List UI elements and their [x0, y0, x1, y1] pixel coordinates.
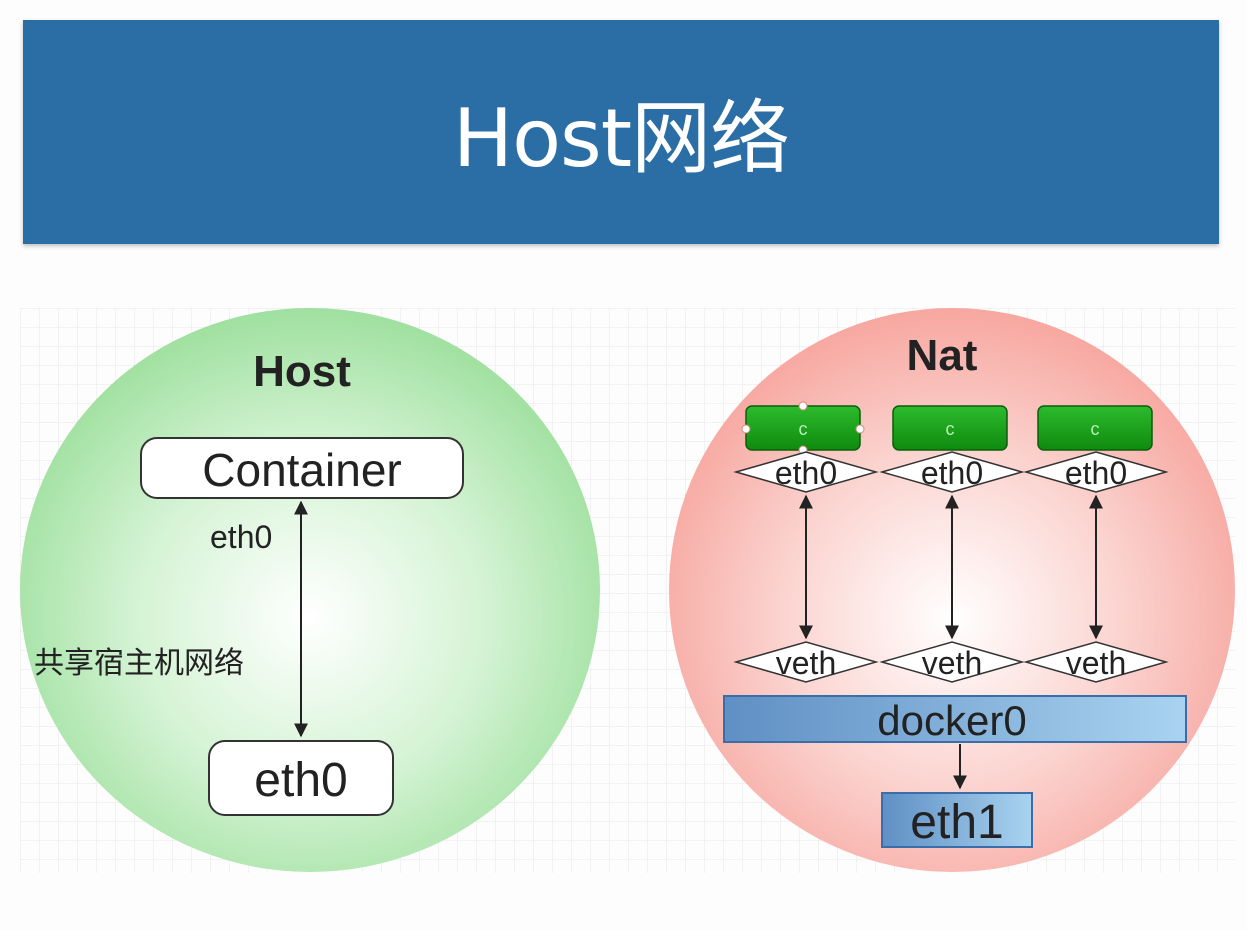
container-iface-label: eth0 — [210, 519, 272, 555]
container-label: c — [799, 419, 808, 439]
docker0-bridge — [723, 695, 1187, 743]
share-host-network-label: 共享宿主机网络 — [34, 646, 244, 681]
nat-container-3: c eth0 veth — [1023, 405, 1169, 683]
eth0-label: eth0 — [775, 455, 837, 491]
nat-panel: Nat c eth0 veth — [669, 308, 1235, 872]
eth0-diamond — [1023, 451, 1169, 493]
veth-label: veth — [922, 645, 982, 681]
nat-title: Nat — [907, 331, 978, 380]
network-diagram: Host Container eth0 共享宿主机网络 eth0 Nat c — [20, 308, 1235, 873]
container-box — [140, 437, 464, 499]
selection-handle — [798, 401, 808, 411]
host-eth0-label: eth0 — [254, 754, 347, 807]
container-label: Container — [202, 444, 401, 496]
container-box — [892, 405, 1008, 451]
eth0-diamond — [879, 451, 1025, 493]
eth0-diamond — [733, 451, 879, 493]
container-label: c — [1091, 419, 1100, 439]
nat-container-1: c eth0 veth — [733, 401, 879, 683]
slide-title: Host网络 — [452, 92, 790, 185]
host-panel: Host Container eth0 共享宿主机网络 eth0 — [20, 308, 600, 872]
selection-handle — [855, 424, 865, 434]
eth1-box — [881, 792, 1033, 848]
nat-container-2: c eth0 veth — [879, 405, 1025, 683]
eth0-label: eth0 — [921, 455, 983, 491]
veth-diamond — [733, 641, 879, 683]
container-box — [1037, 405, 1153, 451]
container-label: c — [946, 419, 955, 439]
title-banner: Host网络 — [23, 20, 1219, 244]
veth-label: veth — [776, 645, 836, 681]
eth1-label: eth1 — [910, 796, 1003, 849]
veth-diamond — [1023, 641, 1169, 683]
docker0-label: docker0 — [877, 697, 1026, 744]
host-title: Host — [253, 347, 351, 396]
selection-handle — [741, 424, 751, 434]
eth0-label: eth0 — [1065, 455, 1127, 491]
veth-diamond — [879, 641, 1025, 683]
host-eth0-box — [208, 740, 394, 816]
veth-label: veth — [1066, 645, 1126, 681]
